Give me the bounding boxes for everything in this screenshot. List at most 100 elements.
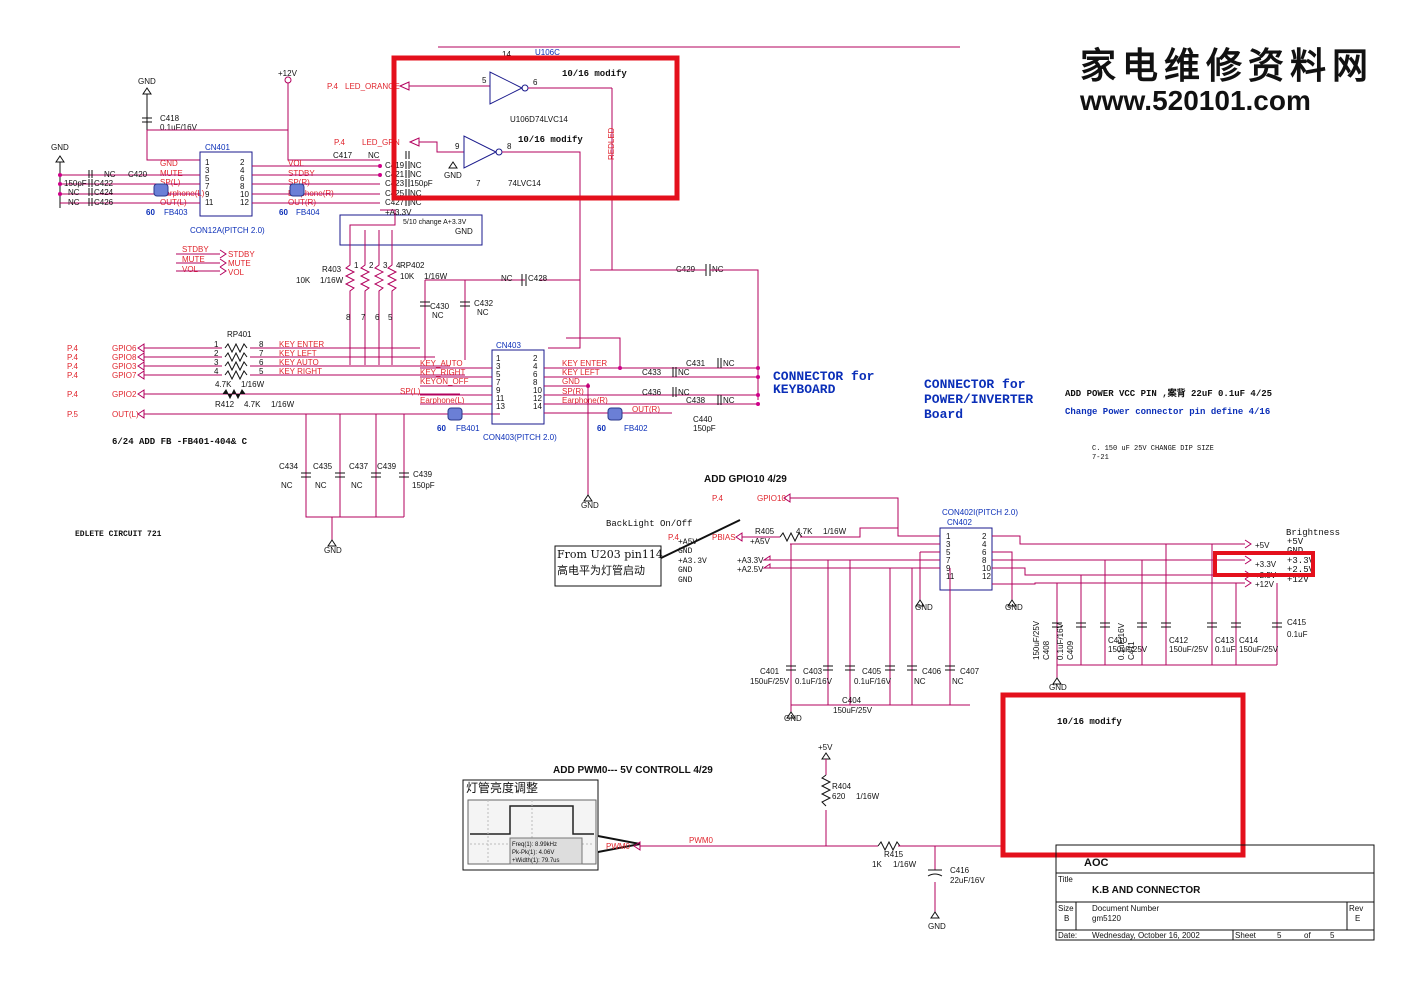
port-stdby: STDBY <box>228 250 255 259</box>
cn402-section: ADD GPIO10 4/29 P.4 GPIO10 BackLight On/… <box>554 474 1340 612</box>
rp401-ref: RP401 <box>227 330 252 339</box>
high-bank-cap-val: 0.1uF/16V <box>1117 622 1126 660</box>
cn403-pin-right: 8 <box>533 378 538 387</box>
cn401-net-right: VOL <box>288 159 305 168</box>
high-bank-cap-plates <box>1272 622 1282 628</box>
cn401-pin-left: 7 <box>205 182 210 191</box>
low-cap-val: NC <box>315 481 327 490</box>
cn403-pin-left: 9 <box>496 386 501 395</box>
cn401-cap-right-ref: C417 <box>333 151 353 160</box>
cn403-pin-left: 1 <box>496 354 501 363</box>
watermark-url: www.520101.com <box>1079 85 1311 116</box>
fb404-ref: FB404 <box>296 208 320 217</box>
cn403-cap-plates <box>717 395 722 405</box>
cn401-cap-left-ref: C426 <box>94 198 114 207</box>
docnum-label: Document Number <box>1092 904 1159 913</box>
sheet-value: 5 <box>1277 931 1282 940</box>
pwm-gnd: GND <box>928 922 946 931</box>
high-bank-cap-val: 150uF/25V <box>1169 645 1209 654</box>
cn402-pin-left: 1 <box>946 532 951 541</box>
cn403-net-left: KEYON_OFF <box>420 377 469 386</box>
highlight-box-bottom <box>1000 692 1246 858</box>
cn402-pin-right: 4 <box>982 540 987 549</box>
u106-out2-wire <box>502 151 581 330</box>
u106-pin14: 14 <box>502 50 511 59</box>
c416-val: 22uF/16V <box>950 876 985 885</box>
u106-in2-wire <box>408 137 464 153</box>
cn401-pin-left: 5 <box>205 174 210 183</box>
junction-dot <box>618 366 622 370</box>
c428-ref: C428 <box>528 274 548 283</box>
heading-power-2: POWER/INVERTER <box>924 392 1033 407</box>
u106-ref2: U106D <box>510 115 535 124</box>
cn403-pin-left: 3 <box>496 362 501 371</box>
r415-val: 1K <box>872 860 882 869</box>
low-cap-plates <box>335 472 345 478</box>
cn403-name: CON403(PITCH 2.0) <box>483 433 557 442</box>
heading-keyboard-1: CONNECTOR for <box>773 369 874 384</box>
gpio10-port: GPIO10 <box>757 494 786 503</box>
junction-dot <box>756 366 760 370</box>
rev-value: E <box>1355 914 1360 923</box>
cn401-pin-right: 4 <box>240 166 245 175</box>
of-label: of <box>1304 931 1311 940</box>
r415-tol: 1/16W <box>893 860 917 869</box>
cn402-connector-body <box>939 527 993 591</box>
cn403-cap-ref: C431 <box>686 359 706 368</box>
change-power-note: Change Power connector pin define 4/16 <box>1065 407 1270 417</box>
docnum-value: gm5120 <box>1092 914 1121 923</box>
heading-power-1: CONNECTOR for <box>924 377 1025 392</box>
cn403-nets: KEY_AUTOKEY_RIGHTKEYON_OFFSP(L)Earphone(… <box>400 330 758 414</box>
cn401-cap-left-plates <box>88 198 93 206</box>
r403-ref: R403 <box>322 265 342 274</box>
rp401-row-port: GPIO6 <box>112 344 137 353</box>
cap-bank-low: C401150uF/25VC4030.1uF/16VC404150uF/25VC… <box>750 544 980 723</box>
low-cap-val: NC <box>281 481 293 490</box>
outl-port: OUT(L) <box>112 410 139 419</box>
cn401-name: CON12A(PITCH 2.0) <box>190 226 265 235</box>
rp401-row-wire <box>137 352 222 362</box>
c432-ref: C432 <box>474 299 494 308</box>
pbias-wire-b <box>800 527 898 538</box>
cn402-overlay-label: +A3.3V <box>678 557 707 566</box>
modify-note-bottom: 10/16 modify <box>1057 717 1122 727</box>
junction-dot <box>756 375 760 379</box>
size-value: B <box>1064 914 1069 923</box>
lower-gnd-symbol <box>327 539 337 547</box>
cn401-net-right: SP(R) <box>288 178 310 187</box>
cn401-cap-left-ref: C424 <box>94 188 114 197</box>
high-bank-cap-ref: C414 <box>1239 636 1259 645</box>
low-cap-val: 150pF <box>412 481 435 490</box>
cn402-pin-right: 6 <box>982 548 987 557</box>
rail-12v: +12V <box>1255 580 1275 589</box>
fb403-bead <box>153 183 169 197</box>
c150-note: C. 150 uF 25V CHANGE DIP SIZE <box>1092 445 1214 453</box>
cn403-cap-ref: C438 <box>686 396 706 405</box>
cn401-cap-right-val: NC <box>410 198 422 207</box>
cn403-pin-right: 4 <box>533 362 538 371</box>
high-bank-cap-ref: C410 <box>1108 636 1128 645</box>
cn402-pin-right: 10 <box>982 564 991 573</box>
low-bank-cap-val: 150uF/25V <box>833 706 873 715</box>
sheets-value: 5 <box>1330 931 1335 940</box>
aux-ports: STDBY MUTE VOL STDBY MUTE VOL <box>176 245 255 277</box>
high-bank-cap-ref: C409 <box>1066 640 1075 660</box>
watermark-cn: 家电维修资料网 <box>1080 45 1374 87</box>
heading-power-3: Board <box>924 407 963 422</box>
c416-plates <box>927 869 943 877</box>
r412-ref: R412 <box>215 400 235 409</box>
cn403-cap-ref: C436 <box>642 388 662 397</box>
cn402-pin-left: 9 <box>946 564 951 573</box>
u106-in2-net: LED_GRN <box>362 138 400 147</box>
cn402-overlay-label: GND <box>678 566 693 575</box>
cn402-pin-left: 7 <box>946 556 951 565</box>
low-cap-plates <box>371 472 381 478</box>
scope-readout <box>509 837 583 865</box>
cn401-pin-right: 6 <box>240 174 245 183</box>
pwm-net: PWM0 <box>689 836 714 845</box>
u106c-buffer-symbol <box>489 71 524 105</box>
pwm-wire-a <box>633 841 878 851</box>
right-rail-wires <box>992 535 1245 585</box>
rp402-pin-bot: 7 <box>361 313 366 322</box>
cn401-gnd-left: GND <box>51 143 69 152</box>
